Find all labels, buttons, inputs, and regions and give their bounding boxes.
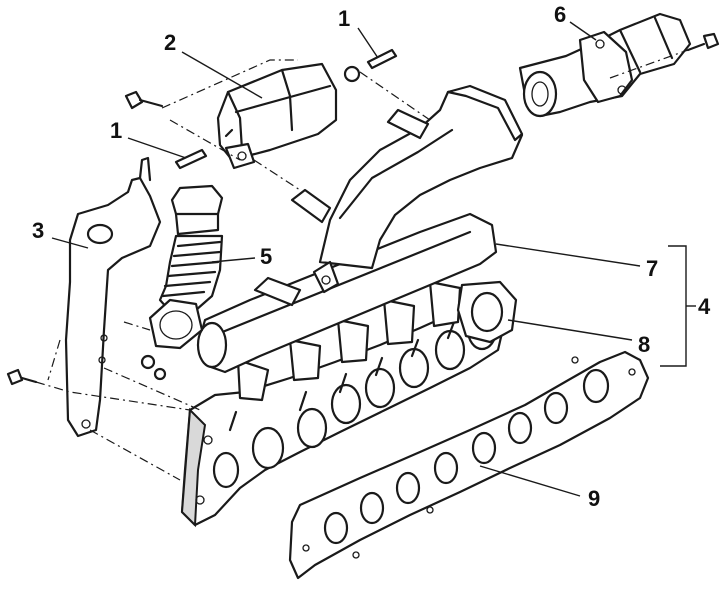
- breather-hose: [148, 184, 224, 350]
- intake-manifold: [196, 84, 524, 402]
- leader-lines: [51, 21, 696, 497]
- callout-6-egr-valve: 6: [554, 2, 566, 27]
- callout-1-stud-top: 1: [338, 6, 350, 31]
- callout-4-manifold-assembly: 4: [698, 294, 711, 319]
- assembly-lines: [35, 49, 689, 481]
- fasteners: [6, 32, 720, 386]
- callout-1-stud-left: 1: [110, 118, 122, 143]
- callout-8-port-flange: 8: [638, 332, 650, 357]
- callout-2-vacuum-canister: 2: [164, 30, 176, 55]
- callout-7-intake-manifold: 7: [646, 256, 658, 281]
- callout-9-manifold-gasket: 9: [588, 486, 600, 511]
- vacuum-canister: [216, 62, 338, 170]
- mounting-bracket: [64, 156, 162, 438]
- egr-valve: [518, 12, 692, 118]
- callout-5-breather-hose: 5: [260, 244, 272, 269]
- callout-3-bracket: 3: [32, 218, 44, 243]
- manifold-gasket: [288, 350, 650, 580]
